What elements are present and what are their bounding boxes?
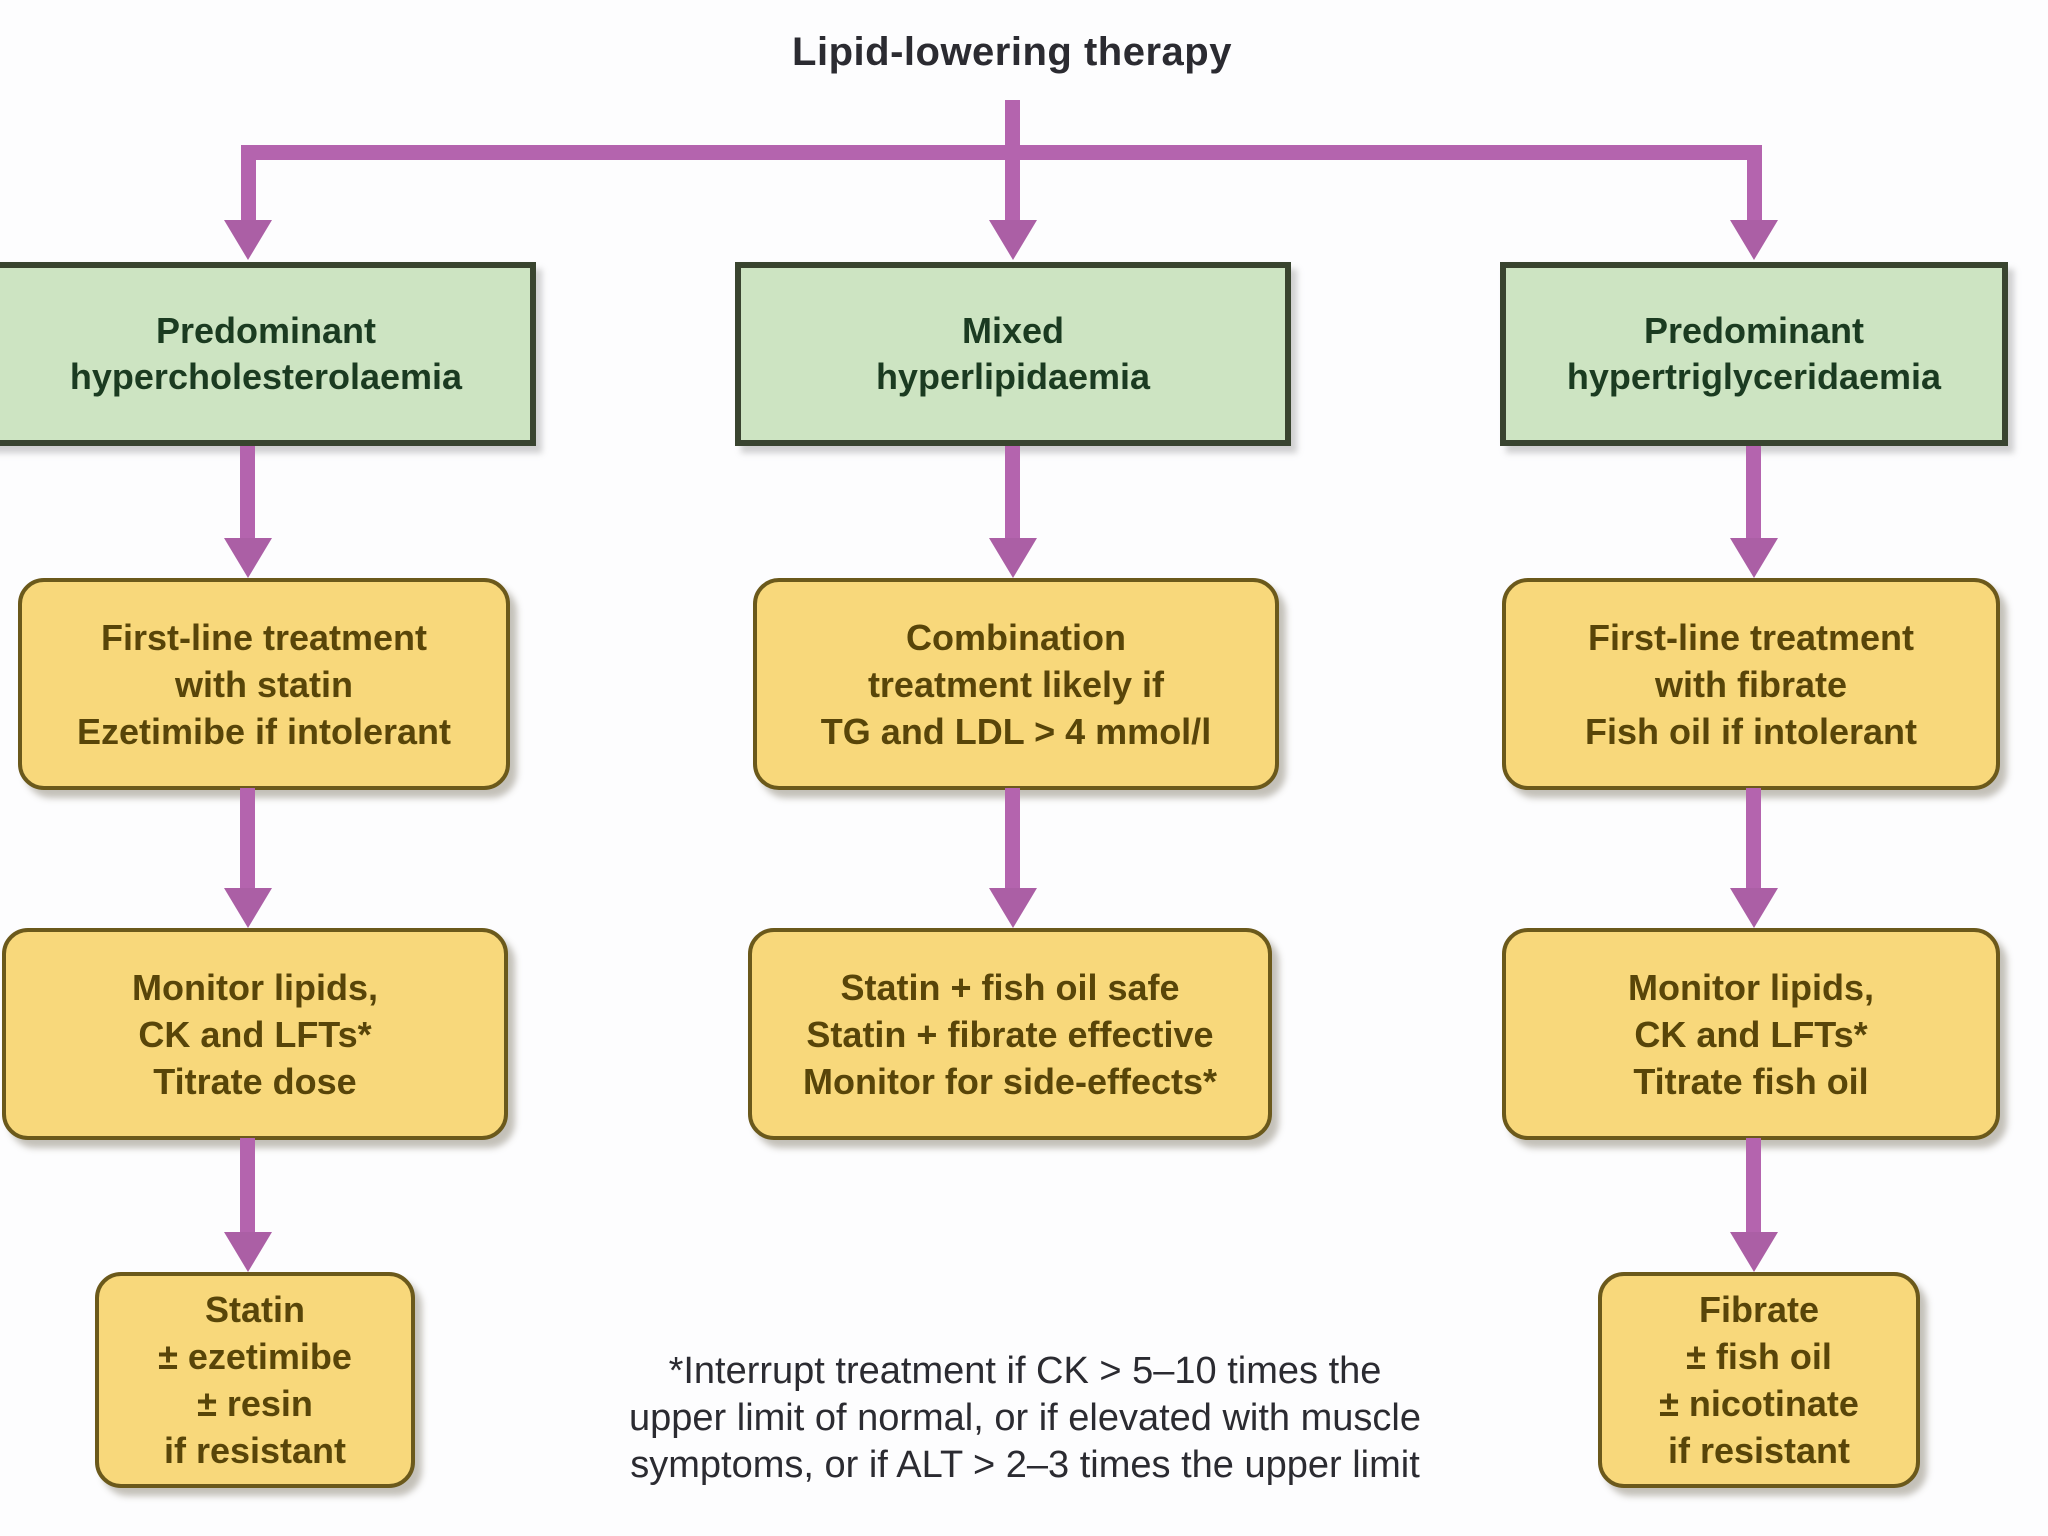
node-label-line: hypertriglyceridaemia [1566,356,1942,397]
node-combination-treatment: Combination treatment likely if TG and L… [753,578,1279,790]
node-label-line: Predominant [1643,310,1865,351]
node-label-line: Predominant [155,310,377,351]
node-label-line: Ezetimibe if intolerant [76,710,452,752]
connector-col1 [240,1138,255,1236]
node-label-line: CK and LFTs* [138,1013,372,1055]
node-label-line: Fish oil if intolerant [1585,710,1917,752]
node-label-line: with statin [175,663,353,705]
arrow-down-icon [1730,538,1778,578]
connector-left-drop [241,145,256,227]
connector-col3 [1746,1138,1761,1236]
footnote-line: *Interrupt treatment if CK > 5–10 times … [668,1350,1382,1392]
node-label-line: CK and LFTs* [1634,1013,1868,1055]
connector-col1 [240,446,255,542]
node-statin-combination-safety: Statin + fish oil safe Statin + fibrate … [748,928,1272,1140]
node-label-line: Monitor lipids, [1628,966,1874,1008]
node-label-line: ± nicotinate [1659,1383,1859,1424]
page-title: Lipid-lowering therapy [792,30,1232,74]
arrow-down-icon [989,220,1037,260]
node-label-line: Monitor lipids, [132,966,378,1008]
arrow-down-icon [989,538,1037,578]
node-label-line: treatment likely if [867,663,1165,705]
connector-col2 [1005,788,1020,892]
node-predominant-hypercholesterolaemia: Predominant hypercholesterolaemia [0,262,536,446]
connector-col1 [240,788,255,892]
arrow-down-icon [224,888,272,928]
node-label-line: First-line treatment [1587,616,1915,658]
connector-col3 [1746,446,1761,542]
node-predominant-hypertriglyceridaemia: Predominant hypertriglyceridaemia [1500,262,2008,446]
footnote-line: upper limit of normal, or if elevated wi… [629,1397,1421,1439]
node-label-line: Monitor for side-effects* [802,1060,1218,1102]
node-monitor-titrate-fish-oil: Monitor lipids, CK and LFTs* Titrate fis… [1502,928,2000,1140]
arrow-down-icon [1730,220,1778,260]
node-monitor-titrate-dose: Monitor lipids, CK and LFTs* Titrate dos… [2,928,508,1140]
arrow-down-icon [1730,888,1778,928]
node-label-line: hypercholesterolaemia [69,356,463,397]
connector-col2 [1005,446,1020,542]
node-firstline-fibrate: First-line treatment with fibrate Fish o… [1502,578,2000,790]
node-label-line: Titrate dose [153,1060,357,1102]
connector-title-stem [1005,100,1020,228]
node-label-line: ± fish oil [1686,1336,1832,1377]
node-label-line: if resistant [1667,1430,1851,1471]
node-label-line: Titrate fish oil [1633,1060,1869,1102]
arrow-down-icon [224,1232,272,1272]
node-firstline-statin: First-line treatment with statin Ezetimi… [18,578,510,790]
footnote-line: symptoms, or if ALT > 2–3 times the uppe… [630,1444,1420,1486]
connector-col3 [1746,788,1761,892]
node-label-line: TG and LDL > 4 mmol/l [820,710,1212,752]
node-label-line: Combination [906,616,1126,658]
arrow-down-icon [224,538,272,578]
node-label-line: ± resin [197,1383,313,1424]
node-label-line: hyperlipidaemia [875,356,1151,397]
node-mixed-hyperlipidaemia: Mixed hyperlipidaemia [735,262,1291,446]
arrow-down-icon [989,888,1037,928]
arrow-down-icon [224,220,272,260]
node-label-line: Statin + fibrate effective [806,1013,1214,1055]
node-label-line: with fibrate [1654,663,1847,705]
arrow-down-icon [1730,1232,1778,1272]
footnote: *Interrupt treatment if CK > 5–10 times … [545,1348,1505,1489]
node-label-line: ± ezetimibe [158,1336,352,1377]
connector-right-drop [1747,145,1762,227]
node-label-line: Statin [204,1289,305,1330]
node-label-line: Fibrate [1698,1289,1820,1330]
node-statin-resistant-options: Statin ± ezetimibe ± resin if resistant [95,1272,415,1488]
node-label-line: Statin + fish oil safe [840,966,1180,1008]
node-label-line: if resistant [163,1430,347,1471]
node-label-line: Mixed [961,310,1065,351]
node-fibrate-resistant-options: Fibrate ± fish oil ± nicotinate if resis… [1598,1272,1920,1488]
connector-top-horizontal [241,145,1762,160]
node-label-line: First-line treatment [100,616,428,658]
